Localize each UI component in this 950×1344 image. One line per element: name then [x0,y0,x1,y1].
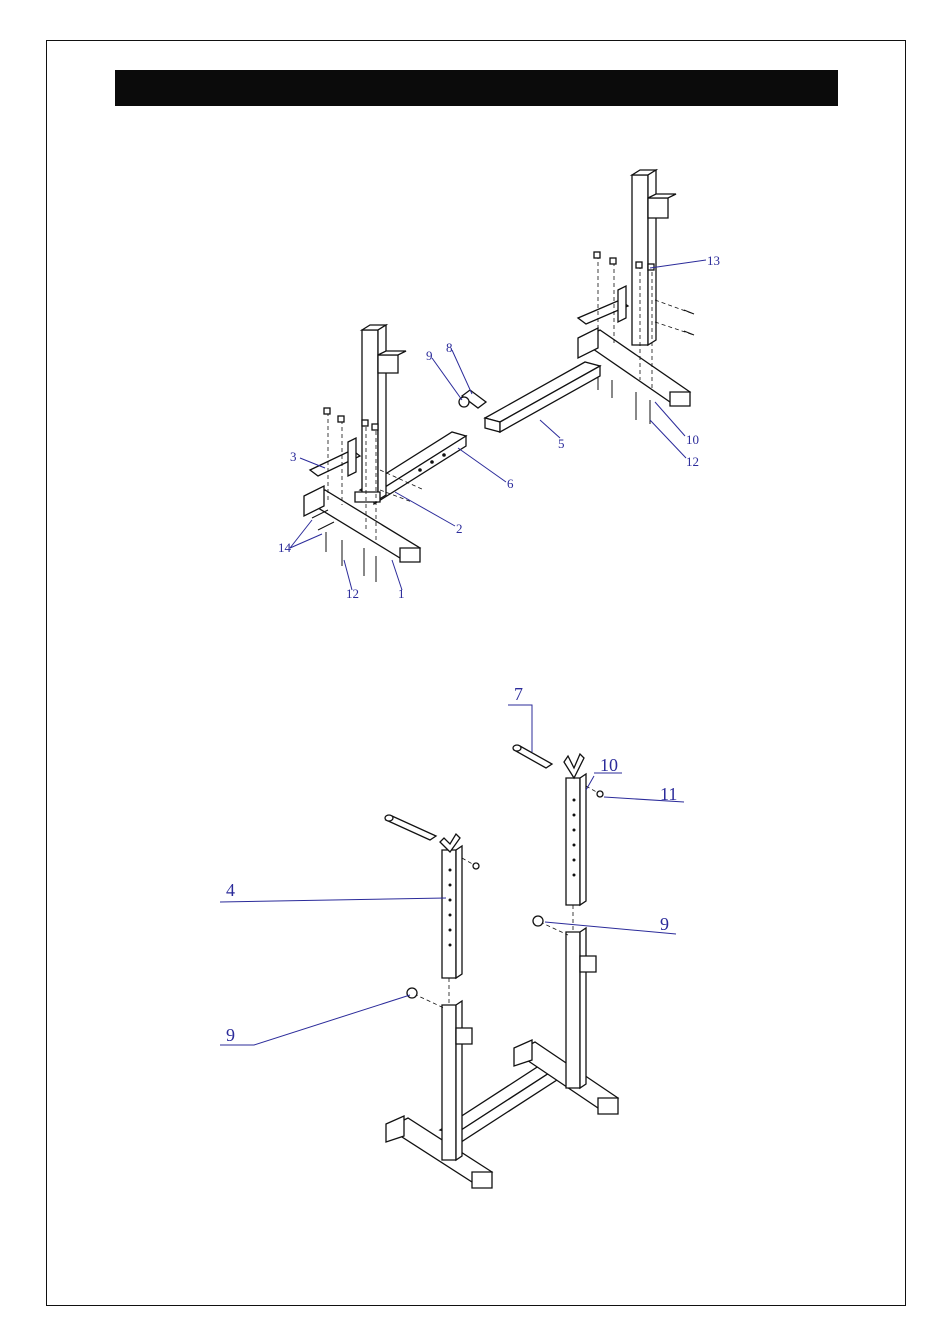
callout-9-left: 9 [226,1025,235,1045]
exploded-diagram-step2: 7 10 11 4 9 9 [220,684,684,1188]
callout-9: 9 [426,348,433,363]
crossbar-5 [485,362,600,432]
callout-6: 6 [507,476,514,491]
nut-right [597,791,603,797]
upright-right-lower [566,928,596,1088]
callout-5: 5 [558,436,565,451]
adjustment-holes [449,799,576,947]
callout-12-left: 12 [346,586,359,601]
callout-11: 11 [660,784,677,804]
bar-rest-left-7 [385,815,436,840]
callout-7: 7 [514,684,523,704]
upright-right-back [632,170,676,345]
callout-2: 2 [456,521,463,536]
pull-pin-knob-right [533,916,543,926]
exploded-diagram-step1: 13 9 8 5 10 12 3 6 2 14 12 1 [278,170,720,601]
callout-13: 13 [707,253,720,268]
bracket-right [578,286,628,324]
callout-8: 8 [446,340,453,355]
inner-tube-left-4 [440,834,462,978]
callout-4: 4 [226,880,235,900]
callout-12-right: 12 [686,454,699,469]
callout-10: 10 [600,755,618,775]
callout-1: 1 [398,586,405,601]
callout-10: 10 [686,432,699,447]
bar-holder [459,390,486,408]
callout-3: 3 [290,449,297,464]
callout-9-right: 9 [660,914,669,934]
nut-left [473,863,479,869]
pull-pin-knob-left [407,988,417,998]
callout-14: 14 [278,540,292,555]
